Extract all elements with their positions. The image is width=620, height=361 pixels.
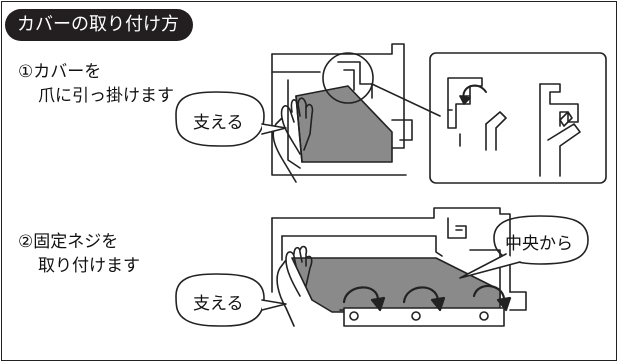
zoom-inset [429, 52, 607, 184]
callout-bubble-1 [175, 91, 265, 147]
zoom-circle [322, 52, 374, 104]
step1-hood-illustration [271, 43, 413, 176]
step-2-line1: ②固定ネジを [18, 232, 119, 252]
step-1-line1: ①カバーを [18, 62, 102, 82]
section-title: カバーの取り付け方 [5, 9, 193, 41]
callout-support-1: 支える [193, 113, 244, 133]
callout-support-2: 支える [193, 294, 244, 314]
step-1-line2: 爪に引っ掛けます [38, 86, 174, 106]
callout-bubble-2 [175, 273, 265, 327]
illustrations [175, 43, 607, 327]
screw-arrows [342, 285, 512, 312]
step-2-line2: 取り付けます [38, 256, 140, 276]
step-2-text: ②固定ネジを 取り付けます [18, 230, 140, 278]
step2-hood-illustration [271, 207, 527, 311]
callout-center: 中央から [505, 234, 573, 254]
step-1-text: ①カバーを 爪に引っ掛けます [18, 60, 174, 108]
